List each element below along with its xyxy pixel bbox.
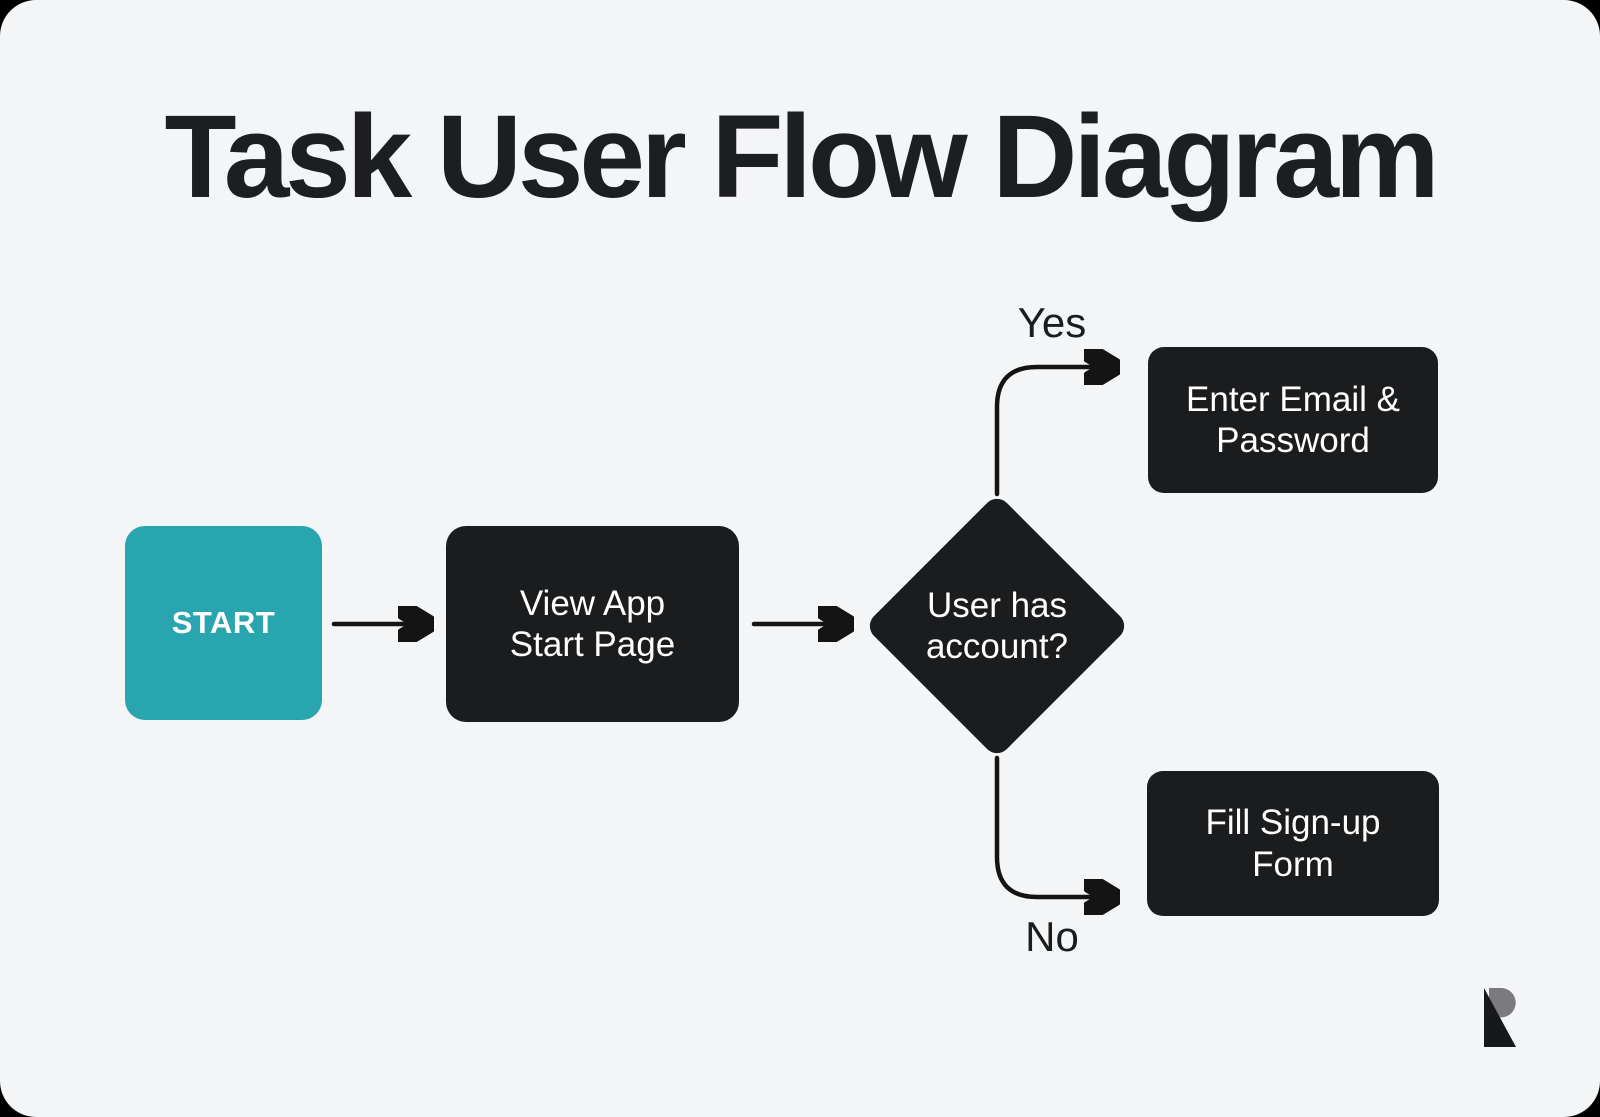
- start-node-label: START: [171, 605, 276, 640]
- no-edge-label: No: [1025, 913, 1079, 960]
- yes-edge-label: Yes: [1017, 299, 1087, 346]
- enter-email-password-node: Enter Email & Password: [1148, 347, 1438, 493]
- r-mark-logo-icon: [1484, 988, 1516, 1047]
- view-app-start-page-label: View App Start Page: [509, 583, 676, 664]
- fill-signup-form-label: Fill Sign-up Form: [1205, 803, 1381, 884]
- fill-signup-form-node: Fill Sign-up Form: [1147, 771, 1439, 916]
- arrow-decision-yes: [994, 367, 1112, 497]
- enter-email-password-label: Enter Email & Password: [1186, 379, 1400, 460]
- start-node: START: [125, 526, 322, 720]
- view-app-start-page-node: View App Start Page: [446, 526, 739, 722]
- user-has-account-label: User has account?: [925, 585, 1069, 666]
- arrow-decision-no: [994, 755, 1112, 897]
- user-has-account-decision-node: User has account?: [864, 493, 1130, 759]
- page-title: Task User Flow Diagram: [164, 91, 1440, 223]
